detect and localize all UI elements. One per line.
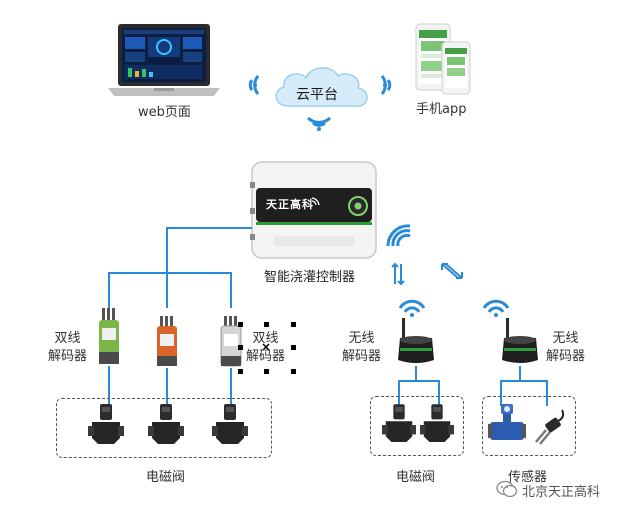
solenoid-valve-icon bbox=[88, 404, 124, 448]
connector-line bbox=[230, 368, 232, 406]
connector-line bbox=[108, 366, 110, 406]
flow-sensor-icon bbox=[488, 404, 526, 446]
wired-decoder-label-line2: 解码器 bbox=[246, 349, 286, 364]
wired-decoder-label-line2: 解码器 bbox=[48, 349, 88, 364]
solenoid-valve-icon bbox=[148, 404, 184, 448]
wireless-decoder-device bbox=[500, 318, 540, 366]
wired-decoder-label-line1: 双线 bbox=[54, 331, 81, 346]
connector-line bbox=[166, 227, 252, 229]
connector-line bbox=[398, 380, 440, 382]
wifi-icon bbox=[306, 114, 332, 134]
web-page-label: web页面 bbox=[138, 105, 191, 120]
irrigation-controller bbox=[250, 160, 378, 260]
valve-group-label: 电磁阀 bbox=[396, 470, 436, 485]
connector-line bbox=[108, 272, 110, 308]
solenoid-valve-icon bbox=[382, 404, 416, 446]
cloud-platform-icon bbox=[270, 64, 374, 110]
mobile-app-label: 手机app bbox=[416, 102, 467, 117]
cloud-platform-label: 云平台 bbox=[296, 87, 338, 103]
bidirectional-arrow-icon bbox=[390, 262, 406, 286]
laptop-icon bbox=[108, 22, 220, 98]
connector-line bbox=[398, 380, 400, 406]
wifi-icon bbox=[238, 72, 260, 98]
wired-decoder-label: 双线 解码器 bbox=[246, 330, 285, 366]
wireless-decoder-device bbox=[396, 318, 436, 366]
connector-line bbox=[519, 366, 521, 380]
mobile-phones-icon bbox=[408, 22, 472, 96]
watermark-text: 北京天正高科 bbox=[522, 485, 601, 500]
connector-line bbox=[415, 366, 417, 380]
wireless-decoder-label: 无线 解码器 bbox=[546, 330, 585, 366]
wired-decoder-device bbox=[98, 308, 120, 366]
valve-group-label: 电磁阀 bbox=[146, 470, 186, 485]
wireless-decoder-label: 无线 解码器 bbox=[342, 330, 381, 366]
wireless-decoder-label-line2: 解码器 bbox=[546, 349, 586, 364]
wired-decoder-label: 双线 解码器 bbox=[48, 330, 87, 366]
connector-line bbox=[230, 272, 232, 308]
connector-line bbox=[108, 272, 232, 274]
connector-line bbox=[500, 380, 548, 382]
selection-handles bbox=[238, 322, 296, 374]
wireless-decoder-label-line1: 无线 bbox=[552, 331, 579, 346]
valve-group-box bbox=[370, 396, 464, 456]
controller-brand-text: 天正高科 bbox=[266, 198, 314, 211]
bidirectional-arrow-icon bbox=[440, 260, 464, 282]
wifi-icon bbox=[482, 296, 510, 318]
wired-decoder-device bbox=[156, 316, 178, 368]
wechat-icon bbox=[496, 480, 518, 498]
connector-line bbox=[500, 380, 502, 406]
wireless-decoder-label-line1: 无线 bbox=[348, 331, 375, 346]
solenoid-valve-icon bbox=[420, 404, 454, 446]
valve-group-box bbox=[56, 398, 272, 458]
connector-line bbox=[166, 227, 168, 273]
wifi-icon bbox=[384, 222, 412, 248]
controller-label: 智能浇灌控制器 bbox=[264, 270, 356, 285]
soil-moisture-sensor-icon bbox=[532, 408, 568, 446]
wifi-icon bbox=[398, 296, 426, 318]
connector-line bbox=[438, 380, 440, 406]
wireless-decoder-label-line2: 解码器 bbox=[342, 349, 382, 364]
sensor-group-label: 传感器 bbox=[508, 470, 548, 485]
connector-line bbox=[546, 380, 548, 406]
solenoid-valve-icon bbox=[212, 404, 248, 448]
wired-decoder-device bbox=[220, 316, 242, 368]
wired-decoder-label-line1: 双线 bbox=[252, 331, 279, 346]
connector-line bbox=[166, 368, 168, 406]
wifi-icon bbox=[380, 72, 402, 98]
sensor-group-box bbox=[482, 396, 576, 456]
connector-line bbox=[166, 272, 168, 308]
